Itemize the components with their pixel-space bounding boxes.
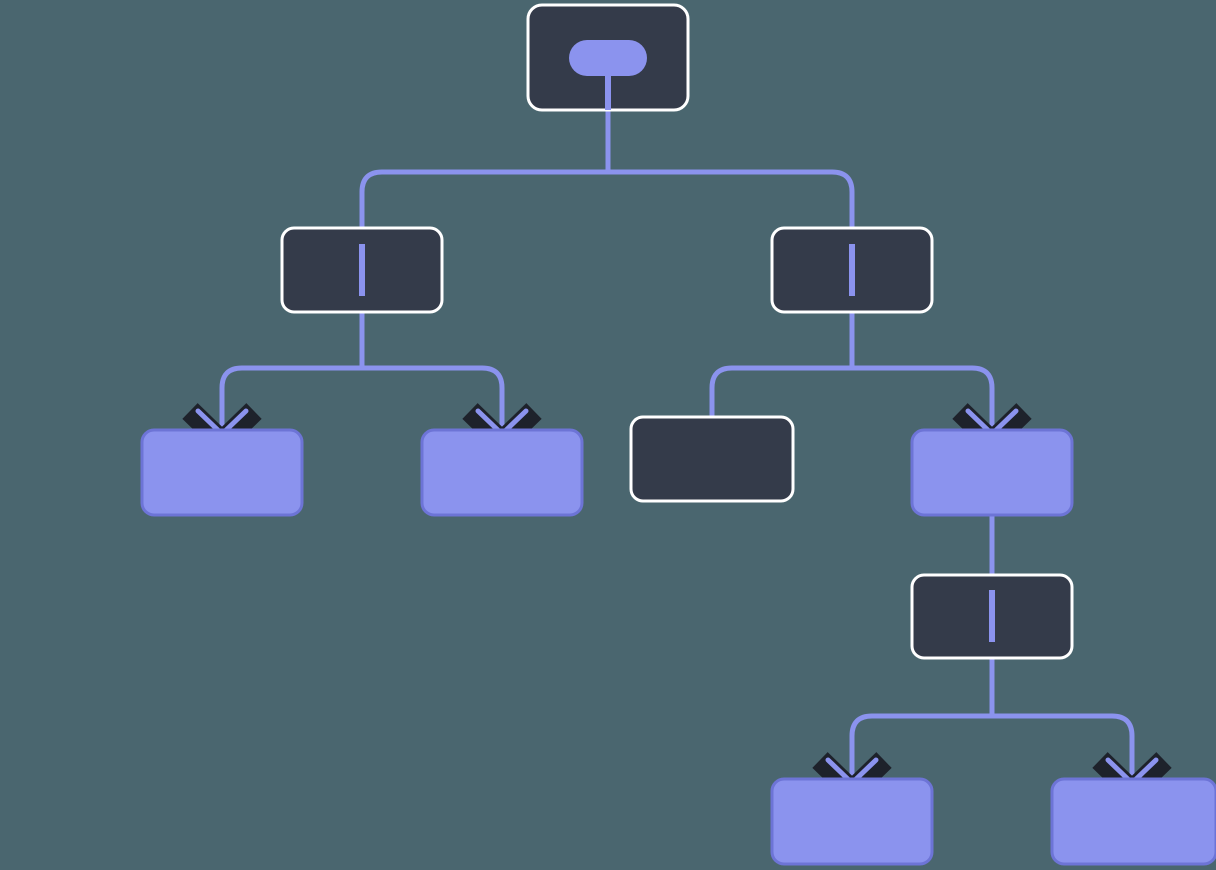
level3-leaf-2[interactable] [420, 428, 584, 517]
connector-level4-to-leaf-5-1 [849, 713, 992, 781]
connector-level2-left-to-leaf-1 [219, 365, 362, 432]
level3-dark-node[interactable] [629, 415, 795, 503]
connector-level4-to-leaf-5-2 [992, 713, 1135, 781]
connector-level2-left-to-leaf-2 [362, 365, 505, 432]
connector-level2-right-to-dark-node [709, 365, 852, 418]
node-content-layer [359, 40, 995, 642]
level3-leaf-4[interactable] [910, 428, 1074, 517]
level3-leaf-1[interactable] [140, 428, 304, 517]
level5-leaf-1[interactable] [770, 777, 934, 866]
level5-leaf-2[interactable] [1050, 777, 1216, 866]
connector-root-to-level2-left [359, 169, 608, 228]
connector-layer [219, 110, 1135, 781]
connector-root-to-level2-right [608, 169, 855, 228]
node-layer [140, 3, 1216, 866]
pill-shape-icon [569, 40, 647, 76]
connector-level2-right-to-leaf-4 [852, 365, 995, 432]
